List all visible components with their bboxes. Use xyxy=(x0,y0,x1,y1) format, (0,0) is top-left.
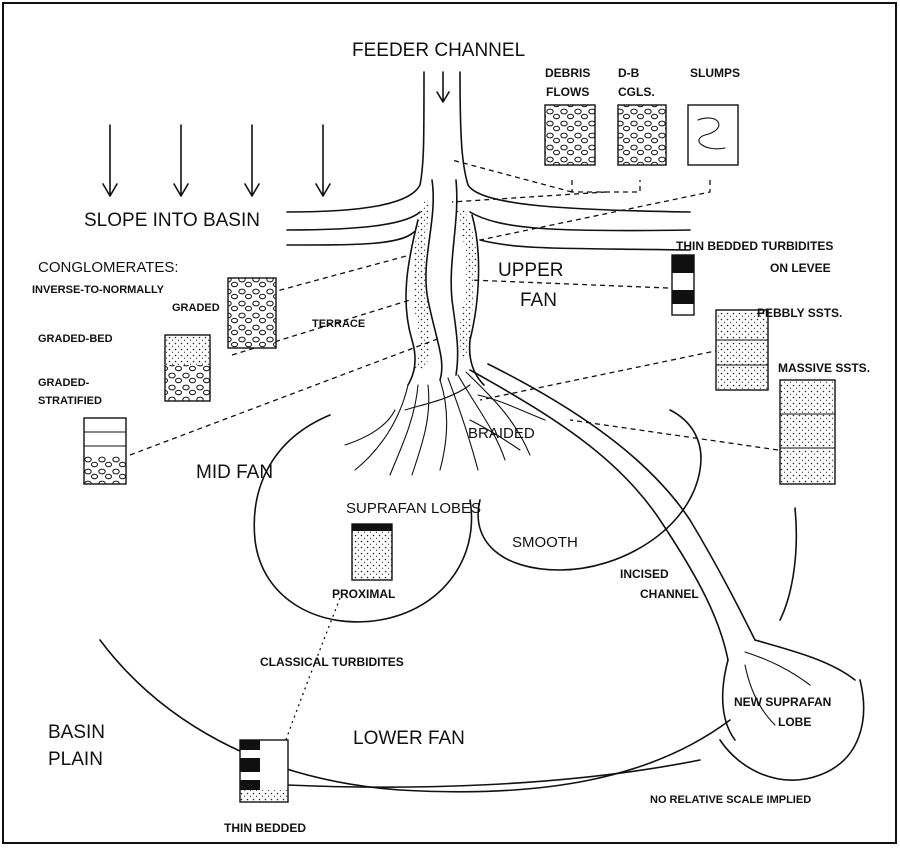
labels: FEEDER CHANNEL SLOPE INTO BASIN DEBRIS F… xyxy=(32,40,870,835)
braided-channels xyxy=(344,371,546,476)
classical-turbidites-label: CLASSICAL TURBIDITES xyxy=(260,655,404,669)
terrace-label: TERRACE xyxy=(312,318,365,330)
mid-fan-label: MID FAN xyxy=(196,462,273,483)
feeder-channel xyxy=(286,71,691,213)
new-suprafan-lobe-label-line1: NEW SUPRAFAN xyxy=(734,695,831,709)
braided-label: BRAIDED xyxy=(468,425,535,442)
column-thin-bedded-levee xyxy=(671,254,695,316)
inverse-graded-label-line2: GRADED xyxy=(172,302,220,314)
slumps-label: SLUMPS xyxy=(690,66,740,80)
conglomerates-label: CONGLOMERATES: xyxy=(38,259,179,276)
fan-lobes xyxy=(99,409,865,793)
massive-ssts-label: MASSIVE SSTS. xyxy=(778,361,870,375)
column-inverse-graded xyxy=(227,277,277,349)
lower-fan-label: LOWER FAN xyxy=(353,728,465,749)
column-thin-bedded xyxy=(239,739,289,803)
pebbly-ssts-label: PEBBLY SSTS. xyxy=(757,306,842,320)
smooth-label: SMOOTH xyxy=(512,534,578,551)
graded-stratified-label-line2: STRATIFIED xyxy=(38,395,102,407)
graded-stratified-label-line1: GRADED- xyxy=(38,377,90,389)
debris-flows-label-line2: FLOWS xyxy=(546,85,589,99)
suprafan-lobes-label: SUPRAFAN LOBES xyxy=(346,500,481,517)
db-cgls-label-line1: D-B xyxy=(618,66,640,80)
incised-channel-label-line2: CHANNEL xyxy=(640,587,699,601)
thin-bedded-levee-label-line1: THIN BEDDED TURBIDITES xyxy=(676,239,833,253)
column-debris-flows xyxy=(544,104,596,166)
column-graded-bed xyxy=(164,334,211,402)
column-slumps xyxy=(687,104,739,166)
column-massive-ssts xyxy=(779,379,836,485)
thin-bedded-levee-label-line2: ON LEVEE xyxy=(770,261,831,275)
column-graded-stratified xyxy=(83,417,127,485)
upper-fan-channel xyxy=(405,179,485,386)
feeder-channel-label: FEEDER CHANNEL xyxy=(352,40,525,61)
basin-plain-label-line2: PLAIN xyxy=(48,749,103,770)
debris-flows-label-line1: DEBRIS xyxy=(545,66,590,80)
upper-fan-label-line2: FAN xyxy=(520,290,557,311)
new-suprafan-lobe-label-line2: LOBE xyxy=(778,715,811,729)
slope-contours xyxy=(286,211,691,251)
basin-plain-label-line1: BASIN xyxy=(48,722,105,743)
incised-channel-label-line1: INCISED xyxy=(620,567,669,581)
column-pebbly-ssts xyxy=(715,309,769,391)
db-cgls-label-line2: CGLS. xyxy=(618,85,655,99)
slope-arrows xyxy=(102,124,331,197)
incised-channel xyxy=(469,363,856,741)
upper-fan-label-line1: UPPER xyxy=(498,260,563,281)
proximal-label: PROXIMAL xyxy=(332,587,395,601)
scale-note: NO RELATIVE SCALE IMPLIED xyxy=(650,794,811,806)
inverse-graded-label-line1: INVERSE-TO-NORMALLY xyxy=(32,284,165,296)
column-proximal xyxy=(351,523,393,581)
column-db-cgls xyxy=(617,104,667,166)
feeder-flow-arrow xyxy=(436,71,450,103)
slope-into-basin-label: SLOPE INTO BASIN xyxy=(84,210,260,231)
thin-bedded-label: THIN BEDDED xyxy=(224,821,306,835)
graded-bed-label: GRADED-BED xyxy=(38,333,113,345)
